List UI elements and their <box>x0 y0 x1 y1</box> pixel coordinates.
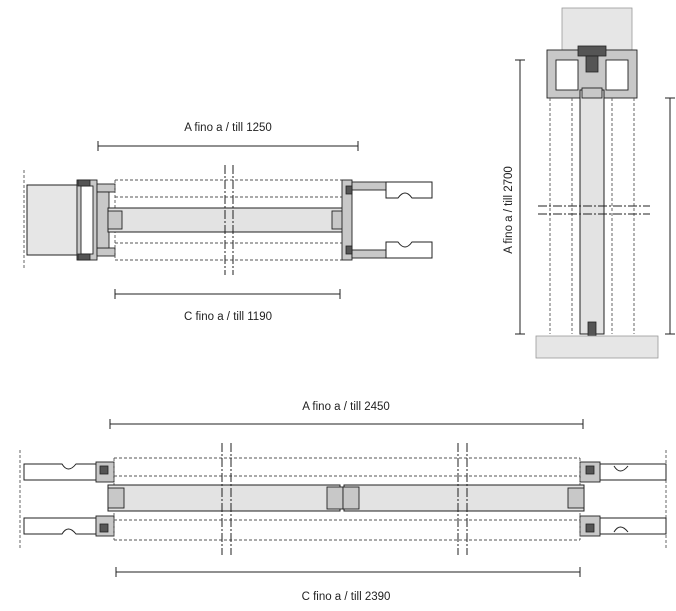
dimension-a-vertical <box>515 59 675 335</box>
dimension-a-vertical-label: A fino a / till 2700 <box>503 166 515 254</box>
wall-left <box>26 184 78 256</box>
dimension-a-bottom <box>109 419 584 429</box>
frame-profile-left <box>76 179 116 261</box>
dimension-c-bottom <box>115 567 581 577</box>
dimension-a-bottom-label: A fino a / till 2450 <box>302 401 390 413</box>
pocket-profile-left <box>95 461 115 537</box>
dimension-a-top-label: A fino a / till 1250 <box>184 122 272 134</box>
sliding-panel <box>107 207 349 233</box>
dimension-a-top <box>97 141 359 151</box>
dimension-c-top-label: C fino a / till 1190 <box>184 311 272 323</box>
double-panel-plan: A fino a / till 2450 <box>19 401 667 603</box>
pocket-profile-right <box>341 179 387 261</box>
vertical-section: A fino a / till 2700 <box>503 7 675 359</box>
sliding-panel-right <box>343 484 585 512</box>
dimension-c-bottom-label: C fino a / till 2390 <box>302 591 391 603</box>
dimension-c-top <box>114 289 341 299</box>
ceiling <box>561 7 633 51</box>
floor <box>535 335 659 359</box>
sliding-panel-left <box>107 484 341 512</box>
panel-section <box>579 89 605 335</box>
single-panel-plan: A fino a / till 1250 <box>23 122 433 323</box>
